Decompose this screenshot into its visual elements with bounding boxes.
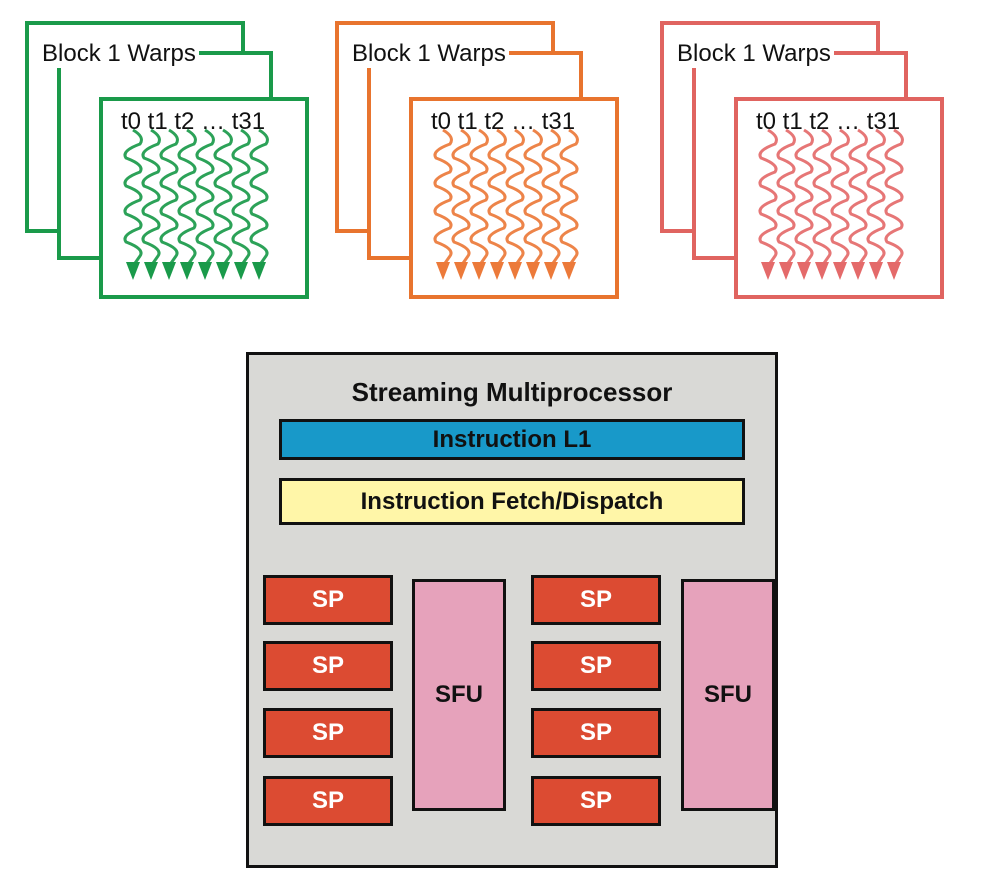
thread-arrowhead xyxy=(252,262,266,280)
thread-arrowhead xyxy=(887,262,901,280)
warp-threads-graphic xyxy=(123,128,269,280)
sp-unit: SP xyxy=(263,776,393,826)
thread-path xyxy=(866,128,886,267)
sp-unit: SP xyxy=(263,641,393,691)
sp-unit: SP xyxy=(531,575,661,625)
thread-path xyxy=(433,128,453,267)
thread-path xyxy=(141,128,161,267)
thread-arrowhead xyxy=(234,262,248,280)
thread-path xyxy=(559,128,579,267)
warp-threads-graphic xyxy=(433,128,579,280)
thread-arrowhead xyxy=(869,262,883,280)
thread-path xyxy=(541,128,561,267)
thread-arrowhead xyxy=(180,262,194,280)
thread-path xyxy=(213,128,233,267)
thread-arrowhead xyxy=(851,262,865,280)
thread-path xyxy=(794,128,814,267)
thread-path xyxy=(487,128,507,267)
thread-arrowhead xyxy=(162,262,176,280)
thread-arrowhead xyxy=(436,262,450,280)
streaming-multiprocessor: Streaming Multiprocessor Instruction L1 … xyxy=(246,352,778,868)
thread-arrowhead xyxy=(490,262,504,280)
sp-unit: SP xyxy=(531,708,661,758)
thread-arrowhead xyxy=(216,262,230,280)
thread-arrowhead xyxy=(454,262,468,280)
thread-path xyxy=(523,128,543,267)
thread-path xyxy=(451,128,471,267)
thread-path xyxy=(812,128,832,267)
warp-group-label: Block 1 Warps xyxy=(674,40,834,68)
thread-arrowhead xyxy=(526,262,540,280)
thread-path xyxy=(231,128,251,267)
warp-group-red: Block 1 Warps t0 t1 t2 … t31 xyxy=(660,0,960,310)
thread-arrowhead xyxy=(562,262,576,280)
thread-path xyxy=(830,128,850,267)
sm-title: Streaming Multiprocessor xyxy=(351,377,673,407)
thread-arrowhead xyxy=(144,262,158,280)
thread-path xyxy=(776,128,796,267)
warp-group-orange: Block 1 Warps t0 t1 t2 … t31 xyxy=(335,0,635,310)
thread-path xyxy=(469,128,489,267)
warp-threads-graphic xyxy=(758,128,904,280)
warp-group-label: Block 1 Warps xyxy=(39,40,199,68)
sp-unit: SP xyxy=(263,575,393,625)
thread-arrowhead xyxy=(815,262,829,280)
thread-path xyxy=(249,128,269,267)
warp-group-green: Block 1 Warps t0 t1 t2 … t31 xyxy=(25,0,325,310)
thread-arrowhead xyxy=(544,262,558,280)
thread-path xyxy=(195,128,215,267)
warp-group-label: Block 1 Warps xyxy=(349,40,509,68)
sp-unit: SP xyxy=(263,708,393,758)
instruction-fetch-dispatch-bar: Instruction Fetch/Dispatch xyxy=(279,478,745,525)
thread-path xyxy=(848,128,868,267)
thread-path xyxy=(758,128,778,267)
sfu-unit: SFU xyxy=(681,579,775,811)
sp-unit: SP xyxy=(531,776,661,826)
sfu-unit: SFU xyxy=(412,579,506,811)
thread-path xyxy=(159,128,179,267)
thread-path xyxy=(177,128,197,267)
thread-arrowhead xyxy=(833,262,847,280)
sp-unit: SP xyxy=(531,641,661,691)
thread-path xyxy=(505,128,525,267)
thread-arrowhead xyxy=(761,262,775,280)
thread-arrowhead xyxy=(472,262,486,280)
thread-arrowhead xyxy=(779,262,793,280)
instruction-l1-bar: Instruction L1 xyxy=(279,419,745,460)
thread-path xyxy=(123,128,143,267)
thread-path xyxy=(884,128,904,267)
thread-arrowhead xyxy=(198,262,212,280)
thread-arrowhead xyxy=(797,262,811,280)
thread-arrowhead xyxy=(508,262,522,280)
thread-arrowhead xyxy=(126,262,140,280)
